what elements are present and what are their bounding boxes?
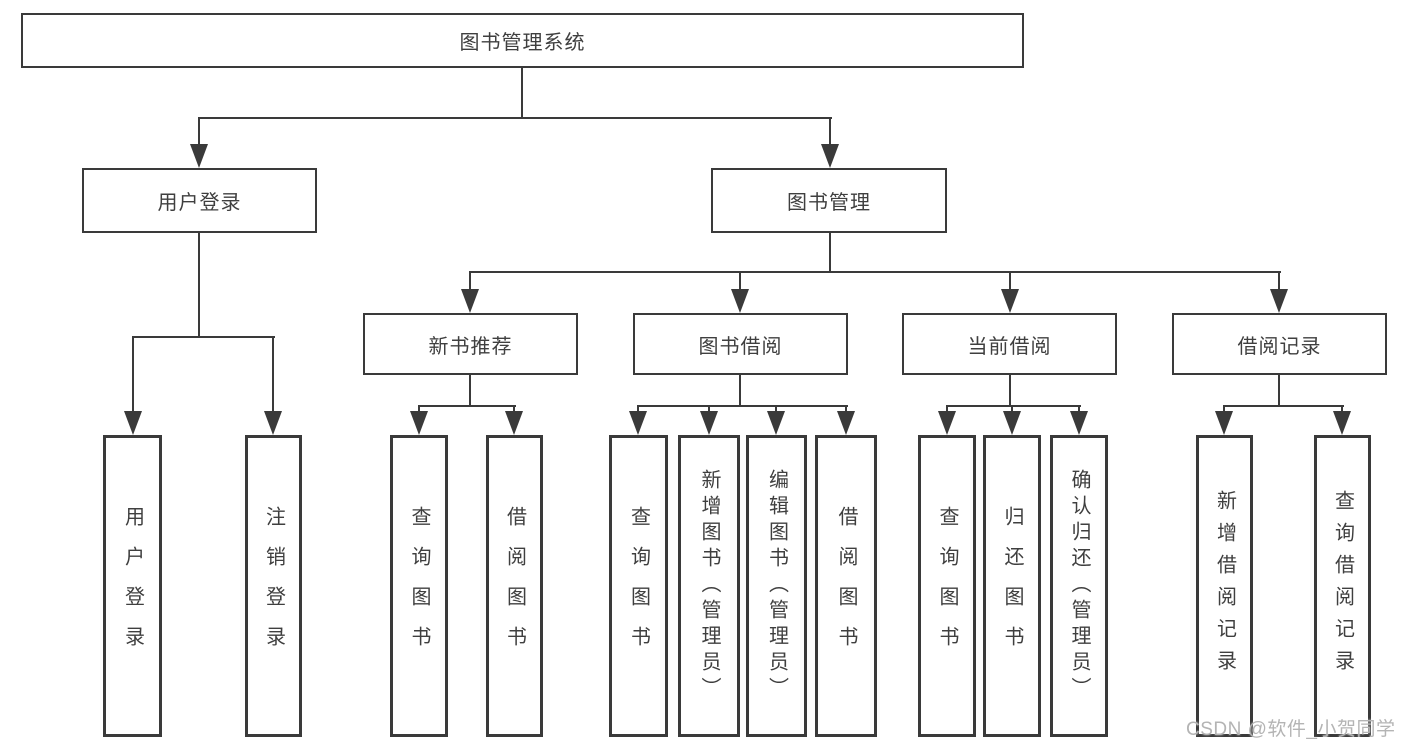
arrowhead-down-icon: [700, 411, 718, 435]
connector-line: [131, 337, 135, 415]
node-borrow-records: 借阅记录: [1172, 313, 1387, 375]
connector-line: [468, 375, 472, 406]
leaf-add-borrow-record: 新增借阅记录: [1196, 435, 1253, 737]
connector-line: [945, 406, 949, 415]
connector-line: [197, 116, 833, 120]
node-label: 借阅记录: [1237, 335, 1322, 358]
node-label: 确认归还（管理员）: [1068, 469, 1090, 703]
connector-line: [1277, 272, 1281, 294]
node-label: 查询图书: [408, 506, 430, 666]
leaf-logout: 注销登录: [245, 435, 302, 737]
arrowhead-down-icon: [410, 411, 428, 435]
node-label: 编辑图书（管理员）: [765, 469, 788, 703]
connector-line: [774, 406, 778, 415]
node-label: 图书管理系统: [459, 32, 586, 54]
connector-line: [468, 270, 1282, 274]
arrowhead-down-icon: [837, 411, 855, 435]
connector-line: [197, 233, 201, 337]
node-label: 当前借阅: [967, 335, 1052, 358]
node-label: 新书推荐: [428, 335, 513, 358]
node-label: 查询借阅记录: [1331, 490, 1354, 682]
node-library-management-system: 图书管理系统: [21, 13, 1024, 68]
connector-line: [512, 406, 516, 415]
arrowhead-down-icon: [731, 289, 749, 313]
leaf-borrow-books-recommend: 借阅图书: [486, 435, 543, 737]
leaf-confirm-return-admin: 确认归还（管理员）: [1050, 435, 1108, 737]
leaf-return-books: 归还图书: [983, 435, 1041, 737]
arrowhead-down-icon: [1270, 289, 1288, 313]
connector-line: [1222, 406, 1226, 415]
leaf-query-borrow-record: 查询借阅记录: [1314, 435, 1371, 737]
node-label: 新增图书（管理员）: [698, 469, 720, 703]
connector-line: [738, 272, 742, 294]
connector-line: [417, 404, 517, 408]
leaf-user-login: 用户登录: [103, 435, 162, 737]
arrowhead-down-icon: [821, 144, 839, 168]
connector-line: [1010, 406, 1014, 415]
arrowhead-down-icon: [1333, 411, 1351, 435]
node-label: 借阅图书: [503, 506, 526, 666]
leaf-add-book-admin: 新增图书（管理员）: [678, 435, 740, 737]
arrowhead-down-icon: [1215, 411, 1233, 435]
leaf-query-books-borrow: 查询图书: [609, 435, 668, 737]
arrowhead-down-icon: [124, 411, 142, 435]
connector-line: [945, 404, 1082, 408]
node-new-book-recommend: 新书推荐: [363, 313, 578, 375]
node-label: 新增借阅记录: [1213, 490, 1236, 682]
node-book-management: 图书管理: [711, 168, 947, 233]
connector-line: [636, 406, 640, 415]
connector-line: [738, 375, 742, 406]
node-label: 图书管理: [787, 192, 871, 214]
connector-line: [271, 337, 275, 415]
leaf-edit-book-admin: 编辑图书（管理员）: [746, 435, 807, 737]
arrowhead-down-icon: [461, 289, 479, 313]
arrowhead-down-icon: [1003, 411, 1021, 435]
arrowhead-down-icon: [1070, 411, 1088, 435]
connector-line: [197, 118, 201, 148]
arrowhead-down-icon: [1001, 289, 1019, 313]
watermark: CSDN @软件_小贺同学: [1186, 719, 1396, 740]
connector-line: [1008, 375, 1012, 406]
node-label: 用户登录: [157, 192, 242, 214]
connector-line: [1008, 272, 1012, 294]
node-book-borrow: 图书借阅: [633, 313, 848, 375]
connector-line: [636, 404, 849, 408]
connector-line: [1340, 406, 1344, 415]
arrowhead-down-icon: [190, 144, 208, 168]
arrowhead-down-icon: [629, 411, 647, 435]
connector-line: [468, 272, 472, 294]
leaf-query-books-current: 查询图书: [918, 435, 976, 737]
node-user-login: 用户登录: [82, 168, 317, 233]
arrowhead-down-icon: [264, 411, 282, 435]
connector-line: [1077, 406, 1081, 415]
connector-line: [707, 406, 711, 415]
node-label: 注销登录: [262, 506, 285, 666]
connector-line: [844, 406, 848, 415]
connector-line: [131, 335, 276, 339]
node-label: 查询图书: [936, 506, 958, 666]
connector-line: [828, 233, 832, 272]
node-label: 归还图书: [1001, 506, 1023, 666]
leaf-query-books-recommend: 查询图书: [390, 435, 448, 737]
leaf-borrow-books: 借阅图书: [815, 435, 877, 737]
connector-line: [520, 68, 524, 118]
connector-line: [828, 118, 832, 148]
node-label: 借阅图书: [835, 506, 857, 666]
node-label: 用户登录: [121, 506, 144, 666]
arrowhead-down-icon: [938, 411, 956, 435]
connector-line: [1222, 404, 1345, 408]
connector-line: [417, 406, 421, 415]
arrowhead-down-icon: [767, 411, 785, 435]
node-label: 查询图书: [627, 506, 650, 666]
connector-line: [1277, 375, 1281, 406]
node-label: 图书借阅: [698, 335, 783, 358]
node-current-borrow: 当前借阅: [902, 313, 1117, 375]
arrowhead-down-icon: [505, 411, 523, 435]
